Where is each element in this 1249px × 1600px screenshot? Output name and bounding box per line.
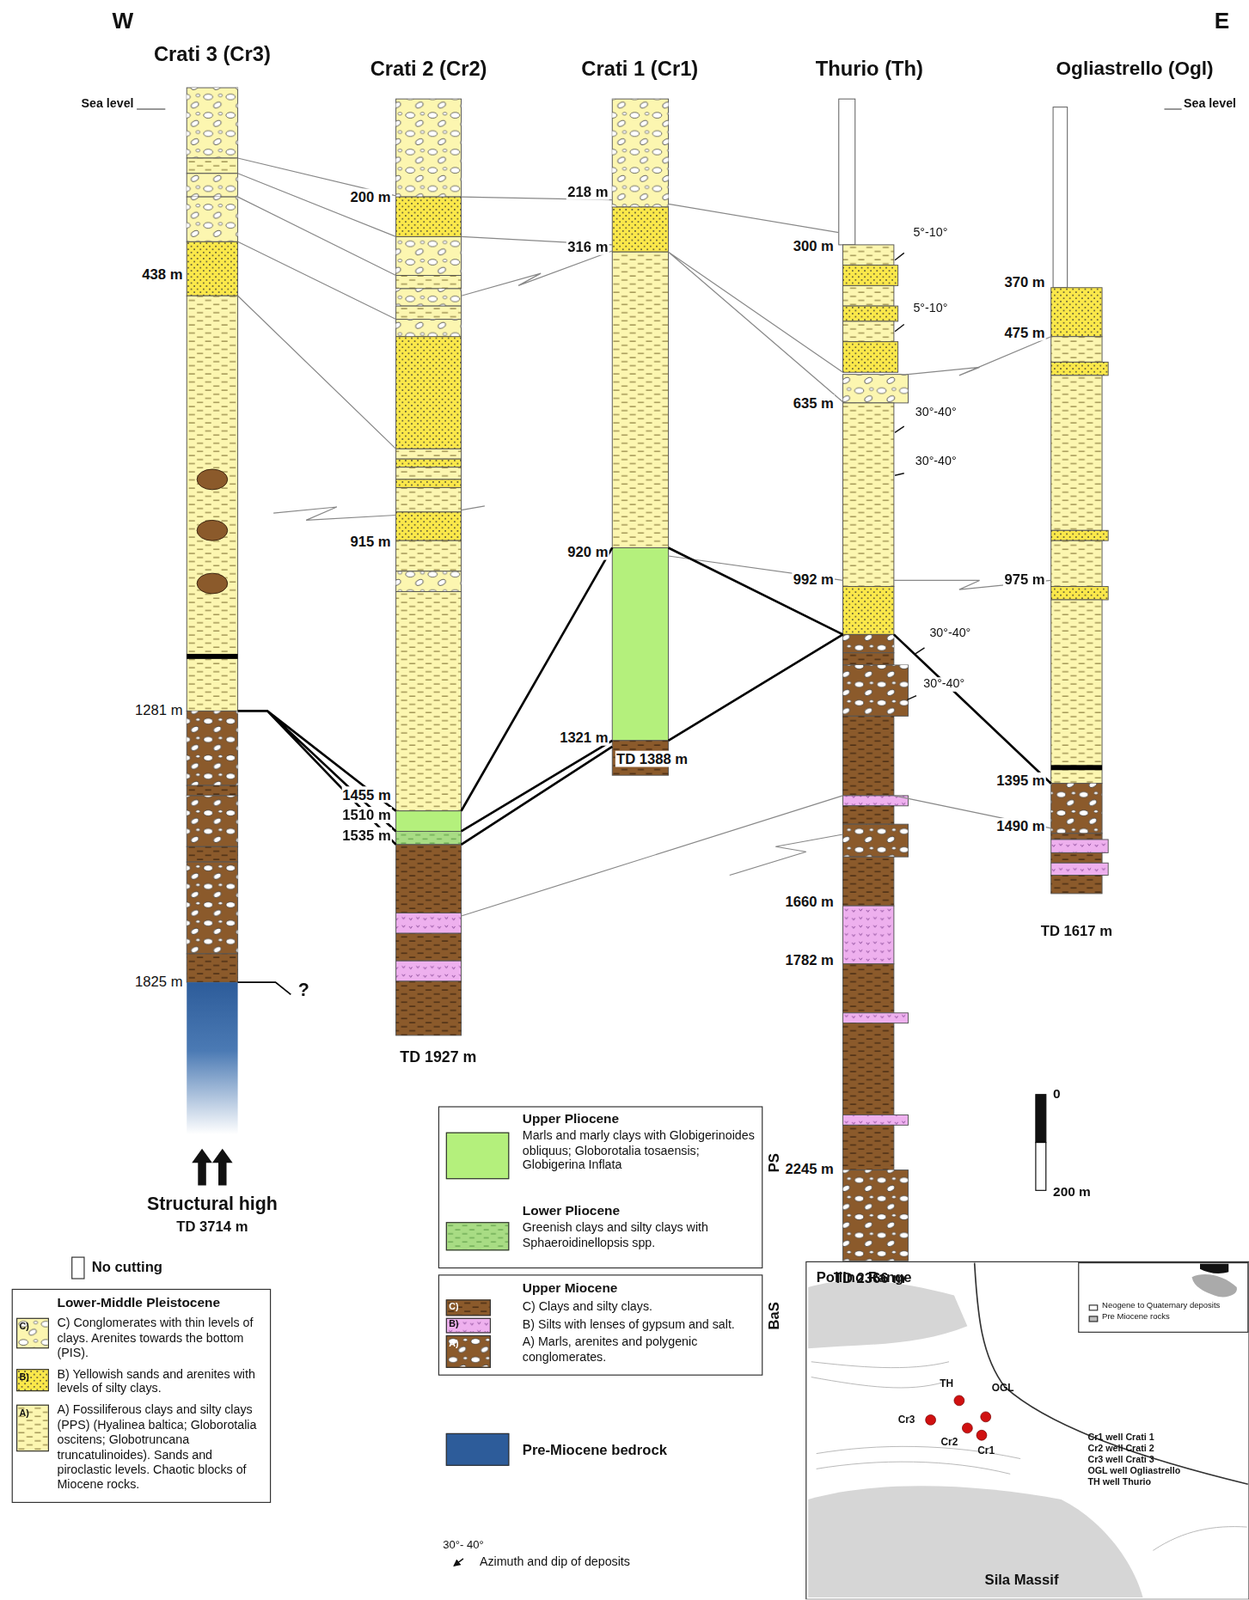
- text-label: OGL: [991, 1383, 1015, 1396]
- text-label: TD 1617 m: [1040, 922, 1113, 939]
- legend-text: Azimuth and dip of deposits: [479, 1555, 746, 1570]
- legend-text: B) Silts with lenses of gypsum and salt.: [522, 1317, 758, 1333]
- legend-text: Pre Miocene rocks: [1102, 1312, 1245, 1323]
- text-label: 1455 m: [341, 786, 392, 803]
- text-label: 1825 m: [134, 973, 184, 990]
- text-label: 920 m: [566, 544, 610, 561]
- text-label: TH well Thurio: [1087, 1477, 1152, 1488]
- text-label: Sea level: [81, 97, 135, 111]
- text-label: C): [448, 1302, 459, 1313]
- legend-swatch: [446, 1132, 510, 1181]
- text-label: 30°-40°: [914, 454, 958, 469]
- well-title: Crati 2 (Cr2): [370, 56, 488, 80]
- legend-text: A) Fossiliferous clays and silty clays (…: [56, 1402, 266, 1493]
- text-label: 300 m: [792, 238, 836, 255]
- text-label: TH: [939, 1378, 954, 1391]
- text-label: A): [19, 1408, 30, 1419]
- legend-text: Marls and marly clays with Globigerinoid…: [522, 1128, 756, 1174]
- text-label: 1281 m: [134, 702, 184, 719]
- well-title: E: [1214, 7, 1230, 34]
- text-label: 2245 m: [783, 1161, 835, 1178]
- text-label: 5°-10°: [912, 301, 949, 316]
- text-label: BaS: [765, 1302, 782, 1330]
- text-label: 1321 m: [558, 729, 610, 747]
- text-label: 30°- 40°: [442, 1538, 484, 1552]
- well-title: W: [112, 7, 135, 34]
- text-label: 1510 m: [341, 807, 392, 824]
- text-label: 30°-40°: [928, 626, 972, 641]
- text-label: Cr2: [940, 1436, 958, 1449]
- legend-text: A) Marls, arenites and polygenic conglom…: [522, 1334, 756, 1366]
- text-label: Cr3: [898, 1414, 916, 1427]
- text-label: 5°-10°: [912, 226, 949, 241]
- legend-text: C) Conglomerates with thin levels of cla…: [56, 1316, 266, 1361]
- well-title: Crati 3 (Cr3): [153, 42, 271, 67]
- text-label: 915 m: [348, 533, 392, 551]
- text-label: 30°-40°: [922, 677, 966, 692]
- text-label: Upper Pliocene: [522, 1112, 619, 1128]
- text-label: 316 m: [566, 238, 610, 256]
- text-label: 218 m: [566, 183, 610, 201]
- text-label: Lower Pliocene: [522, 1204, 620, 1220]
- text-label: Structural high: [146, 1193, 278, 1216]
- text-label: C): [19, 1321, 30, 1332]
- text-label: OGL well Ogliastrello: [1087, 1466, 1181, 1477]
- well-title: Ogliastrello (Ogl): [1056, 56, 1214, 80]
- legend-swatch: [1089, 1304, 1099, 1311]
- well-title: Thurio (Th): [815, 56, 924, 80]
- text-label: 200 m: [1053, 1185, 1091, 1201]
- text-label: 635 m: [792, 394, 836, 411]
- legend-text: Pre-Miocene bedrock: [522, 1441, 747, 1459]
- text-label: 1535 m: [341, 827, 392, 845]
- text-label: B): [448, 1319, 459, 1330]
- text-label: TD 1927 m: [399, 1047, 477, 1066]
- text-label: 1490 m: [995, 818, 1047, 835]
- text-label: Cr1 well Crati 1: [1087, 1432, 1154, 1444]
- text-label: TD 3714 m: [176, 1218, 248, 1235]
- text-label: Cr2 well Crati 2: [1087, 1444, 1154, 1455]
- text-label: 992 m: [792, 571, 836, 588]
- text-label: TD 1388 m: [615, 751, 690, 768]
- text-label: 475 m: [1003, 324, 1047, 341]
- well-title: Crati 1 (Cr1): [581, 56, 698, 80]
- text-label: 975 m: [1003, 571, 1047, 588]
- text-label: A): [448, 1338, 459, 1349]
- text-label: 1660 m: [783, 893, 835, 911]
- text-label: Sea level: [1183, 97, 1237, 111]
- text-label: 30°-40°: [914, 405, 958, 420]
- legend-swatch: [446, 1433, 510, 1467]
- text-label: Sila Massif: [985, 1571, 1060, 1588]
- text-label: 370 m: [1003, 273, 1047, 290]
- text-label: PS: [765, 1153, 782, 1173]
- text-label: 1782 m: [783, 952, 835, 969]
- text-label: 1395 m: [995, 772, 1047, 790]
- text-label: 0: [1053, 1087, 1061, 1103]
- legend-text: Neogene to Quaternary deposits: [1102, 1301, 1245, 1312]
- text-label: 438 m: [140, 266, 184, 283]
- legend-swatch: [446, 1222, 510, 1251]
- legend-text: C) Clays and silty clays.: [522, 1299, 758, 1315]
- legend-swatch: [71, 1256, 85, 1280]
- text-label: 200 m: [348, 189, 392, 206]
- text-label: Cr1: [977, 1444, 995, 1458]
- legend-text: No cutting: [91, 1259, 245, 1277]
- text-label: Upper Miocene: [522, 1281, 619, 1298]
- legend-swatch: [1089, 1316, 1099, 1323]
- text-label: Cr3 well Crati 3: [1087, 1455, 1154, 1466]
- text-label: Pollino Range: [816, 1269, 913, 1286]
- legend-text: B) Yellowish sands and arenites with lev…: [56, 1367, 266, 1398]
- legend-text: Greenish clays and silty clays with Spha…: [522, 1220, 756, 1251]
- text-label: ?: [298, 979, 310, 1002]
- text-label: Lower-Middle Pleistocene: [56, 1296, 221, 1312]
- text-label: B): [19, 1371, 30, 1383]
